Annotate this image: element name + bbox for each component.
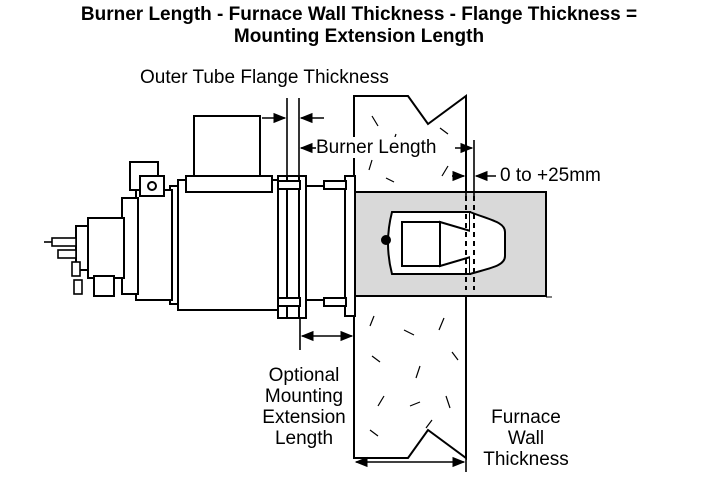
diagram-title-line-2: Mounting Extension Length	[233, 26, 485, 47]
optional-mounting-line-2: Mounting	[264, 386, 344, 407]
burner-body	[75, 115, 279, 311]
furnace-wall-line-2: Wall	[507, 428, 545, 449]
outer-tube-flange-label: Outer Tube Flange Thickness	[140, 67, 389, 88]
insertion-dimension	[452, 150, 496, 196]
furnace-wall-dimension	[354, 438, 467, 472]
furnace-wall-line-3: Thickness	[483, 449, 569, 470]
burner-length-label: Burner Length	[316, 137, 437, 158]
furnace-wall-label: Furnace Wall Thickness	[466, 407, 586, 470]
furnace-wall-line-1: Furnace	[491, 407, 561, 428]
optional-mounting-line-4: Length	[274, 428, 334, 449]
flange-bolts	[267, 180, 347, 307]
burner-fittings	[44, 237, 83, 295]
optional-mounting-line-1: Optional	[268, 365, 340, 386]
furnace-wall-texture	[368, 115, 459, 437]
burner-length-dimension	[299, 140, 475, 196]
mounting-flanges	[277, 175, 356, 319]
diagram-title-line-1: Burner Length - Furnace Wall Thickness -…	[80, 4, 638, 25]
outer-tube-flange-dimension	[262, 98, 324, 176]
insertion-label: 0 to +25mm	[500, 165, 601, 186]
optional-mounting-label: Optional Mounting Extension Length	[244, 365, 364, 449]
optional-mounting-line-3: Extension	[262, 407, 346, 428]
tube-internal-cutaway	[381, 196, 506, 290]
mounting-extension-dimension	[299, 318, 354, 350]
